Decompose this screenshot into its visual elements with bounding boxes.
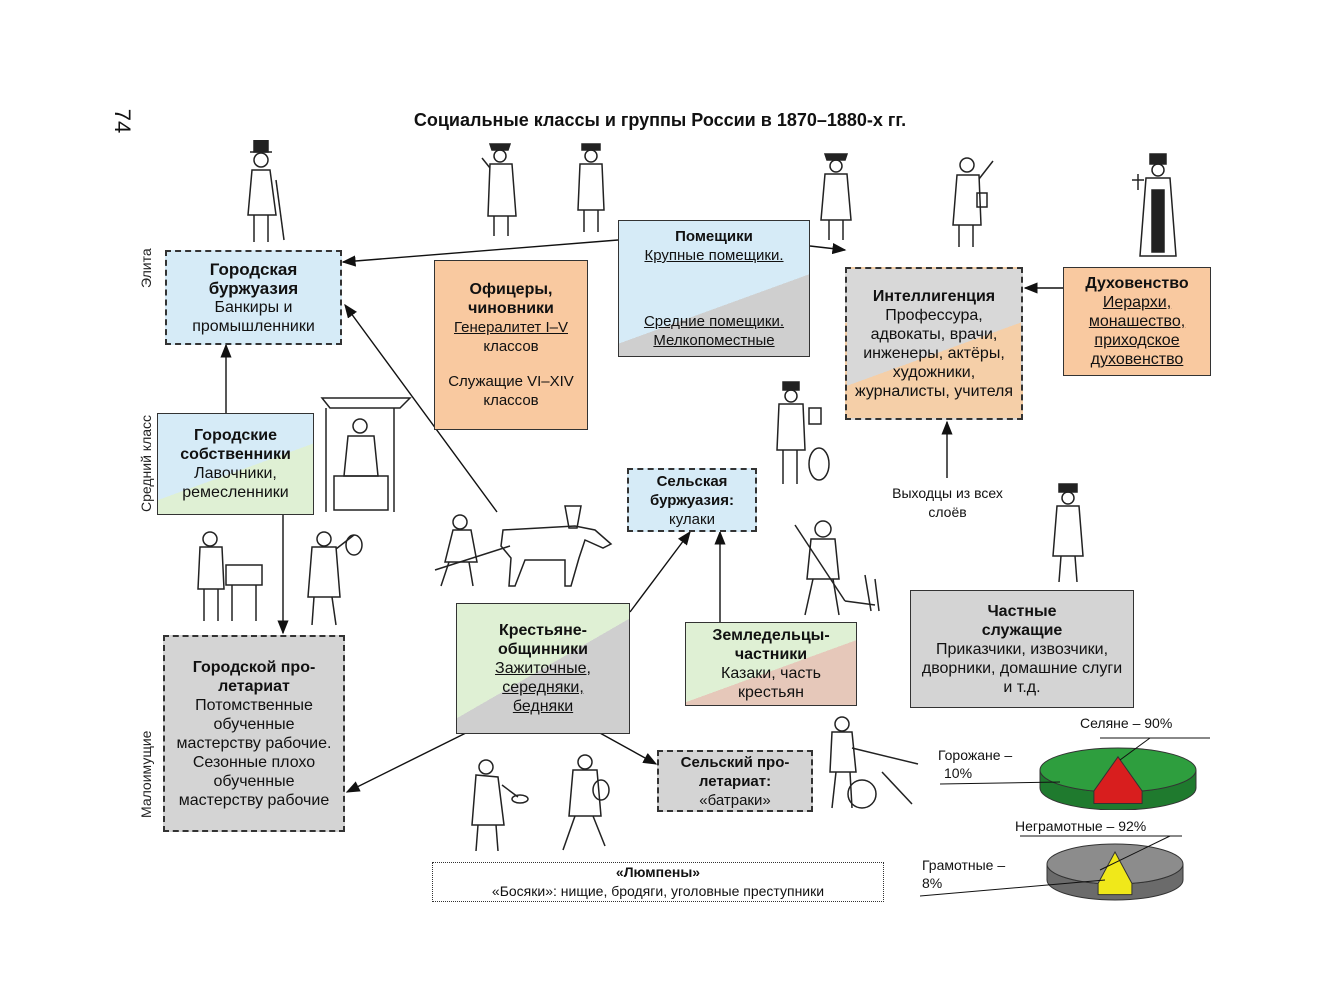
vagrant-figure-icon [562, 754, 610, 851]
urban-proletariat-title: Городской про­летариат [192, 658, 316, 695]
clergy-l4: духовенство [1090, 351, 1184, 368]
reaper-figure-icon [794, 520, 880, 616]
urban-proletariat-box: Городской про­летариат Потомственные обу… [163, 635, 345, 832]
rural-proletariat-text: «батраки» [699, 791, 771, 809]
page-title: Социальные классы и группы России в 1870… [413, 110, 907, 130]
peasants-l2: середняки, [502, 679, 584, 696]
farmers-title: Земледельцы-частники [712, 627, 830, 663]
literacy-pie [1046, 843, 1184, 901]
literacy-leaders [920, 835, 1182, 897]
officers-title: Офицеры, чиновники [468, 281, 554, 317]
officers-generals: Генералитет I–V [453, 319, 568, 336]
artisan-figure-icon [197, 531, 263, 621]
urban-owners-box: Городские собственники Лавочники, ремесл… [157, 413, 314, 515]
clergy-l2: монашество, [1088, 313, 1186, 330]
farmers-box: Земледельцы-частники Казаки, часть крест… [685, 622, 857, 706]
note-from-all-layers: Выходцы из всех слоёв [892, 485, 1003, 520]
urban-bourgeoisie-box: Городская буржуазия Банкиры и промышленн… [165, 250, 342, 345]
beggar-figure-icon [471, 759, 529, 852]
clergy-box: Духовенство Иерархи, монашество, приходс… [1063, 267, 1211, 376]
urban-bourgeoisie-text: Банкиры и промышленники [192, 298, 315, 335]
rural-bourgeoisie-title: Сельская буржуазия: [650, 472, 734, 509]
private-servants-box: Частные служащие Приказчики, извозчи­ки,… [910, 590, 1134, 708]
label-literate: Грамотные – 8% [922, 856, 1005, 892]
landowners-large: Крупные помещики. [644, 247, 784, 264]
rural-bourgeoisie-text: кулаки [669, 510, 715, 528]
plowman-horse-icon [434, 505, 613, 587]
shopkeeper-stall-icon [320, 397, 412, 512]
arrow-peasants-to-bourgeoisie [344, 303, 498, 513]
rural-bourgeoisie-box: Сельская буржуазия: кулаки [627, 468, 757, 532]
officers-servants: Служащие VI–XIV классов [448, 373, 574, 409]
intelligentsia-box: Интеллигенция Профессура, адвокаты, врач… [845, 267, 1023, 420]
pie-slice-literate [1097, 850, 1133, 896]
urban-bourgeoisie-title: Городская буржуазия [208, 259, 299, 298]
officers-box: Офицеры, чиновники Генералитет I–V класс… [434, 260, 588, 430]
lumpen-box: «Люмпены» «Босяки»: нищие, бродяги, угол… [432, 862, 884, 902]
population-leaders [940, 737, 1210, 785]
landowner-figure-icon [820, 153, 852, 240]
official-figure-icon [577, 143, 605, 232]
label-literate-2: 8% [922, 875, 943, 891]
officer-figure-icon [481, 143, 517, 236]
private-servants-text: Приказчики, извозчи­ки, дворники, домаш­… [921, 640, 1123, 696]
officers-generals-rest: классов [483, 338, 539, 355]
arrow-landowners-to-intelligentsia [809, 243, 847, 255]
landowners-title: Помещики [675, 228, 753, 245]
urban-owners-title: Городские собственники [180, 427, 291, 463]
lumpen-title: «Люмпены» [615, 864, 701, 880]
urban-proletariat-text: Потомственные обученные мастерству рабо­… [176, 696, 332, 809]
landowners-medium: Средние помещики. [643, 313, 785, 330]
private-servants-title: Частные служащие [981, 602, 1063, 639]
clergy-title: Духовенство [1085, 275, 1189, 292]
label-urban-1: Горожане – [938, 747, 1013, 763]
intelligentsia-text: Профессура, адвокаты, врачи, инженеры, а… [854, 306, 1014, 400]
migrant-worker-icon [307, 531, 363, 626]
arrow-landowners-to-bourgeoisie [341, 239, 619, 267]
peasants-l1: Зажиточные, [495, 660, 591, 677]
peddler-figure-icon [776, 381, 830, 484]
peasants-l3: бедняки [512, 698, 574, 715]
peasants-title: Крестьяне-общинники [498, 622, 588, 658]
clergy-l3: приходское [1094, 332, 1180, 349]
farmers-text: Казаки, часть крестьян [721, 665, 821, 701]
rural-proletariat-box: Сельский про­летариат: «батраки» [657, 750, 813, 812]
label-literate-1: Грамотные – [922, 857, 1006, 873]
label-rural: Селяне – 90% [1080, 715, 1173, 731]
professor-figure-icon [952, 157, 994, 247]
clergy-l1: Иерархи, [1102, 294, 1172, 311]
label-urban: Горожане – 10% [938, 746, 1012, 782]
priest-figure-icon [1132, 153, 1177, 257]
lumpen-text: «Босяки»: нищие, бродяги, уголовные прес… [491, 883, 825, 899]
pie-slice-urban [1093, 755, 1143, 805]
arrow-peasants-to-kulaks [629, 530, 691, 613]
rural-proletariat-title: Сельский про­летариат: [680, 753, 790, 790]
landowners-small: Мелкопоместные [653, 332, 775, 349]
intelligentsia-title: Интеллигенция [872, 287, 996, 305]
population-pie [1039, 747, 1197, 810]
peasants-box: Крестьяне-общинники Зажиточные, середняк… [456, 603, 630, 734]
label-illiterate: Неграмотные – 92% [1015, 818, 1147, 834]
landowners-box: Помещики Крупные помещики. Средние помещ… [618, 220, 810, 357]
servant-figure-icon [1052, 483, 1084, 583]
urban-owners-text: Лавочники, ремесленники [182, 465, 289, 501]
label-urban-2: 10% [944, 765, 973, 781]
bourgeois-figure-icon [247, 140, 285, 242]
farmhand-plow-icon [829, 716, 919, 809]
